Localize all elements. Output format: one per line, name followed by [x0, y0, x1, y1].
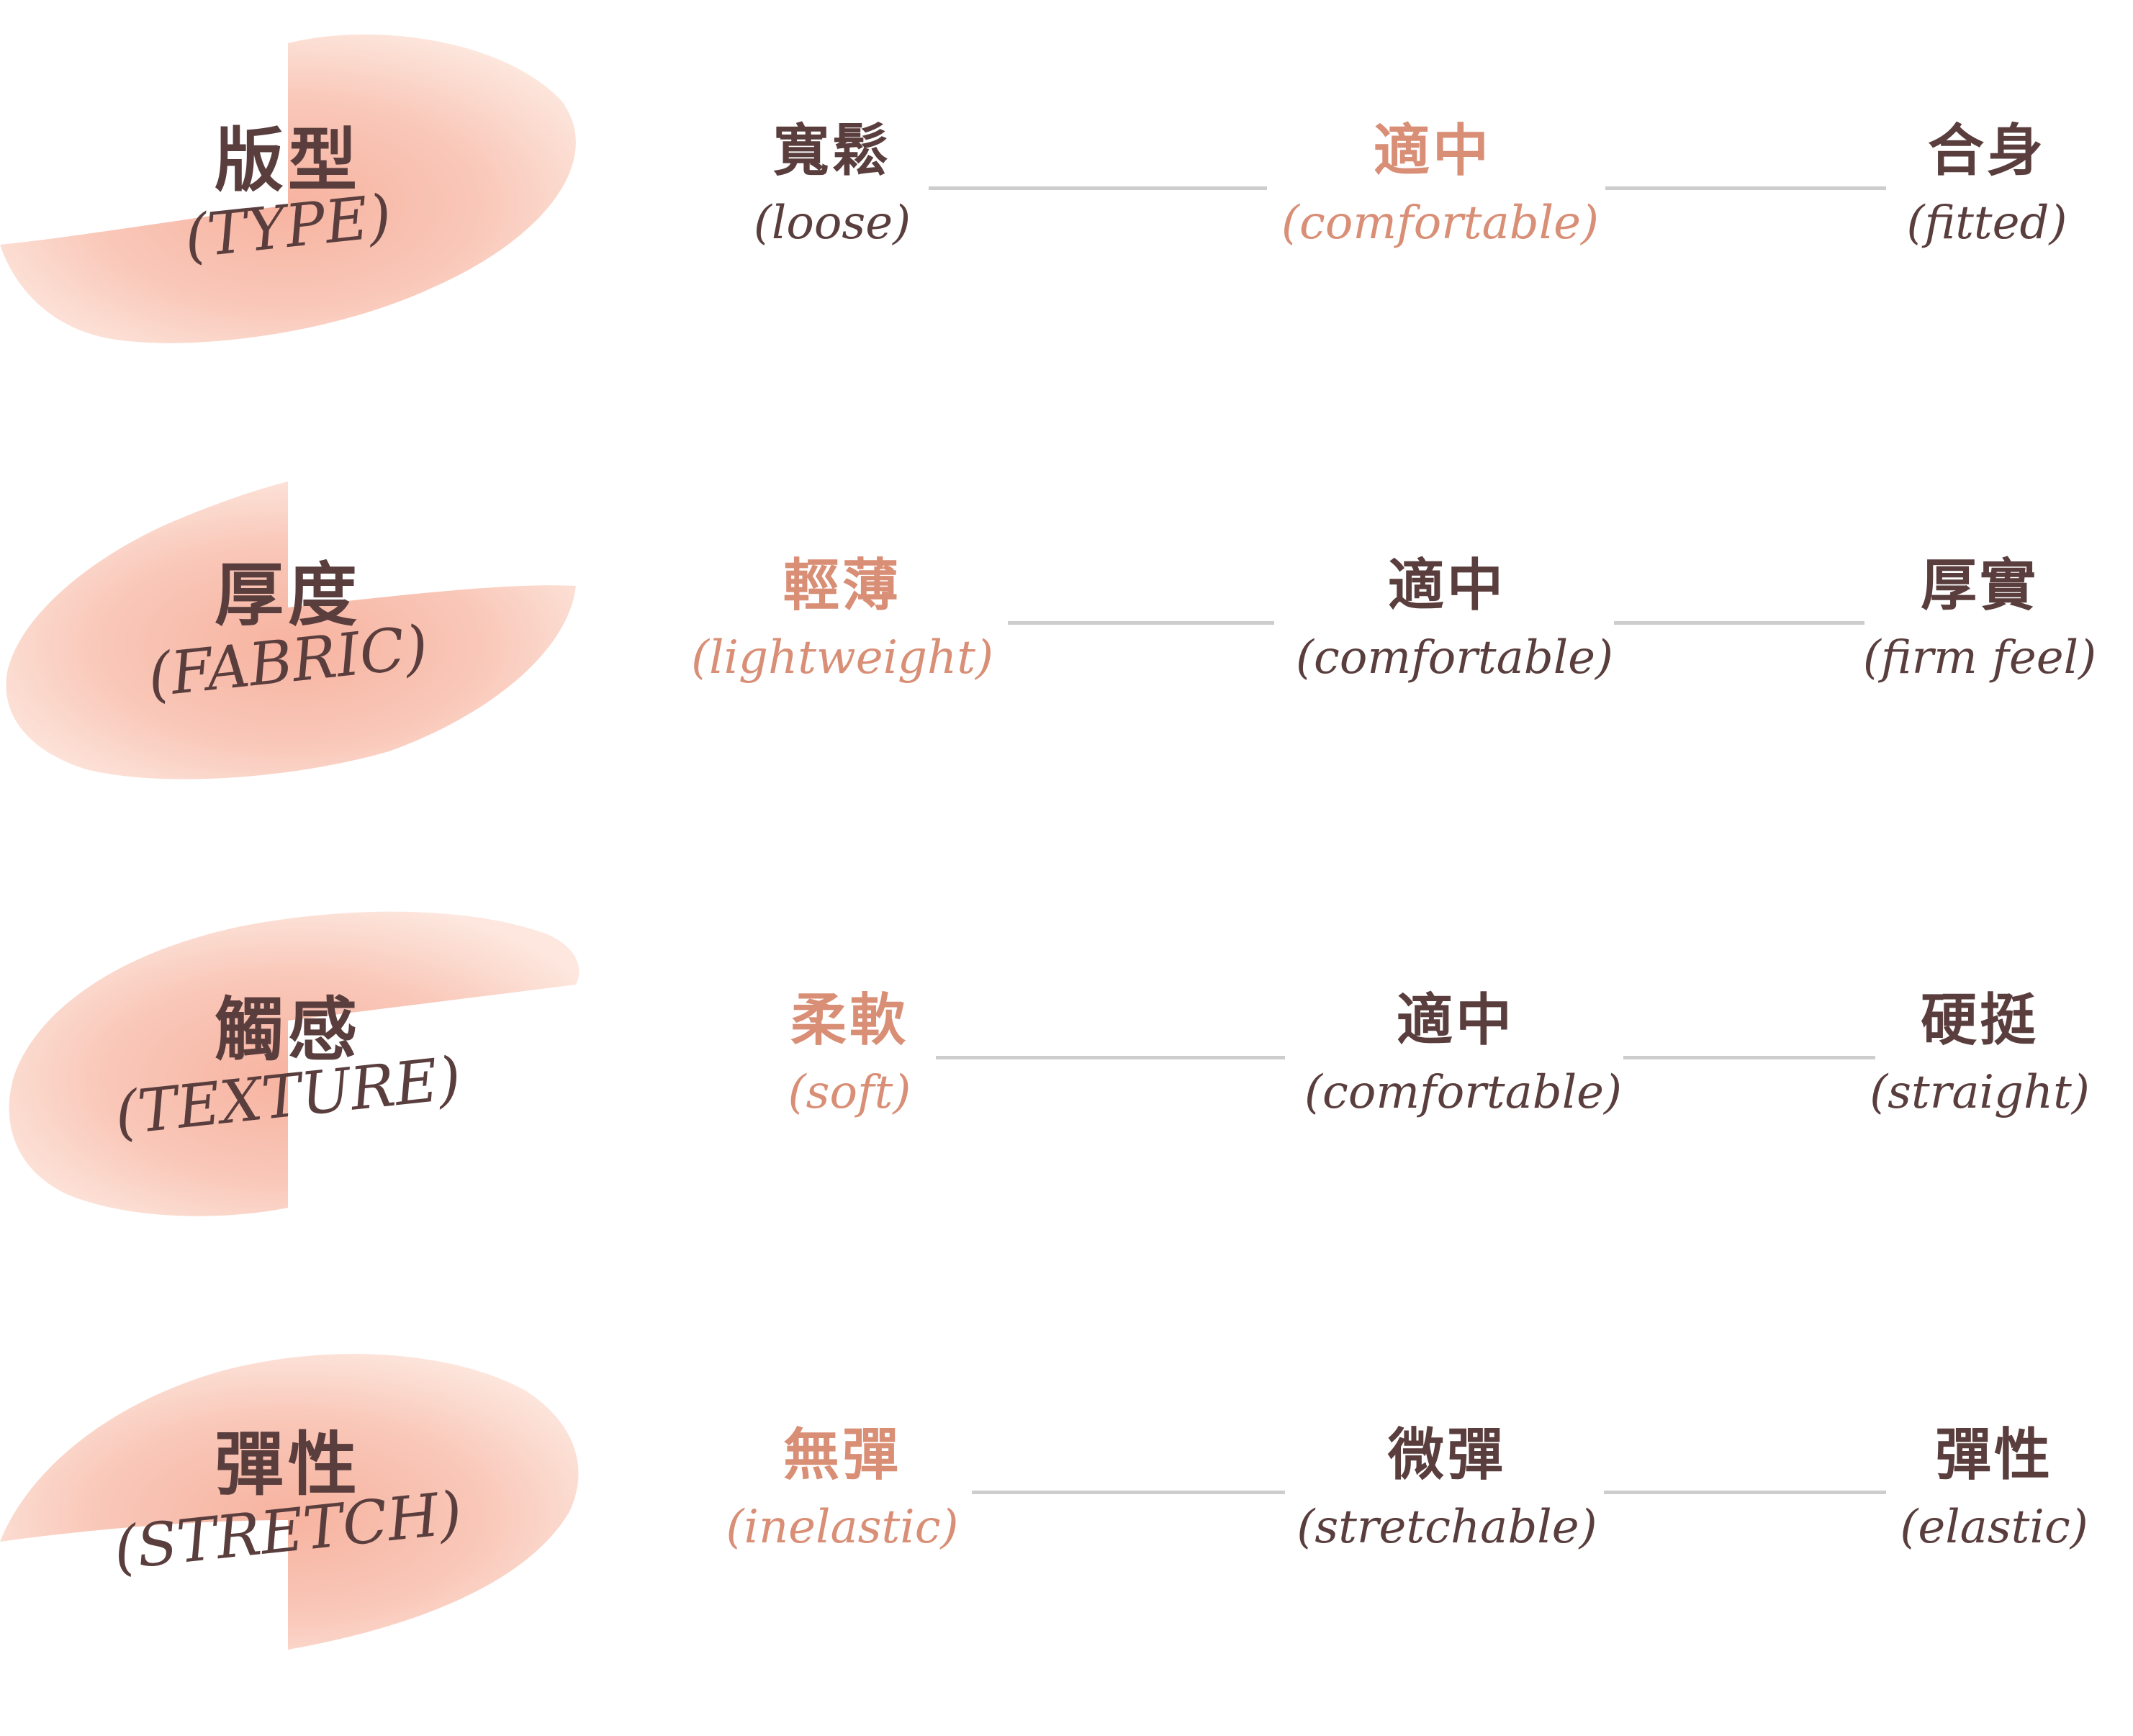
attribute-blob-stretch: [0, 1354, 579, 1650]
option-en: (soft): [788, 1066, 911, 1119]
option-zh: 無彈: [783, 1423, 901, 1488]
connector-line: [972, 1491, 1285, 1494]
attribute-blob-type: [0, 34, 576, 343]
connector-line: [1008, 621, 1274, 625]
option-en: (inelastic): [726, 1501, 959, 1554]
attribute-label-fabric: 厚度 (FABRIC): [0, 435, 590, 867]
attribute-title-zh: 觸感: [215, 990, 361, 1070]
option-zh: 柔軟: [790, 988, 908, 1053]
option-zh: 適中: [1373, 119, 1492, 184]
option-elastic: 彈性 (elastic): [1843, 1419, 2133, 1563]
connector-line: [1605, 186, 1886, 190]
option-en: (comfortable): [1304, 1066, 1622, 1119]
attribute-label-type: 版型 (TYPE): [0, 0, 590, 432]
option-en: (elastic): [1900, 1501, 2088, 1554]
attribute-blob-texture: [9, 911, 580, 1216]
option-inelastic: 無彈 (inelastic): [691, 1419, 993, 1563]
option-stretchable: 微彈 (stretchable): [1296, 1419, 1598, 1563]
connector-line: [1614, 621, 1864, 625]
option-en: (straight): [1870, 1066, 2090, 1119]
attribute-row-stretch: 彈性 (STRETCH) 無彈 (inelastic) 微彈 (stretcha…: [0, 1304, 2133, 1736]
connector-line: [1623, 1056, 1875, 1059]
option-fitted: 合身 (fitted): [1836, 115, 2133, 259]
connector-line: [929, 186, 1267, 190]
option-loose: 寬鬆 (loose): [681, 115, 983, 259]
attribute-row-type: 版型 (TYPE) 寬鬆 (loose) 適中 (comfortable) 合身…: [0, 0, 2133, 432]
option-zh: 厚實: [1920, 553, 2039, 618]
option-en: (lightweight): [691, 631, 993, 684]
option-comfortable: 適中 (comfortable): [1296, 550, 1613, 694]
option-comfortable: 適中 (comfortable): [1304, 985, 1622, 1129]
option-en: (stretchable): [1297, 1501, 1597, 1554]
attribute-blob-fabric: [6, 482, 576, 779]
connector-line: [1604, 1491, 1886, 1494]
option-lightweight: 輕薄 (lightweight): [691, 550, 993, 694]
attribute-title-zh: 彈性: [215, 1424, 361, 1505]
option-zh: 適中: [1396, 988, 1515, 1053]
option-zh: 合身: [1927, 119, 2046, 184]
attribute-title-zh: 厚度: [215, 555, 361, 636]
option-zh: 輕薄: [783, 553, 901, 618]
option-en: (fitted): [1906, 196, 2067, 250]
option-firm-feel: 厚實 (firm feel): [1828, 550, 2131, 694]
attribute-title-zh: 版型: [215, 120, 361, 201]
option-zh: 微彈: [1387, 1423, 1506, 1488]
attribute-label-stretch: 彈性 (STRETCH): [0, 1304, 590, 1736]
option-zh: 彈性: [1934, 1423, 2053, 1488]
option-en: (comfortable): [1281, 196, 1599, 250]
option-zh: 適中: [1387, 553, 1506, 618]
option-straight: 硬挺 (straight): [1828, 985, 2131, 1129]
option-en: (loose): [753, 196, 911, 250]
option-en: (firm feel): [1862, 631, 2097, 684]
option-en: (comfortable): [1296, 631, 1613, 684]
option-zh: 硬挺: [1920, 988, 2039, 1053]
connector-line: [936, 1056, 1285, 1059]
attribute-row-texture: 觸感 (TEXTURE) 柔軟 (soft) 適中 (comfortable) …: [0, 869, 2133, 1301]
option-zh: 寬鬆: [772, 119, 891, 184]
attribute-label-texture: 觸感 (TEXTURE): [0, 869, 590, 1301]
attribute-row-fabric: 厚度 (FABRIC) 輕薄 (lightweight) 適中 (comfort…: [0, 435, 2133, 867]
option-soft: 柔軟 (soft): [698, 985, 1001, 1129]
option-comfortable: 適中 (comfortable): [1281, 115, 1599, 259]
